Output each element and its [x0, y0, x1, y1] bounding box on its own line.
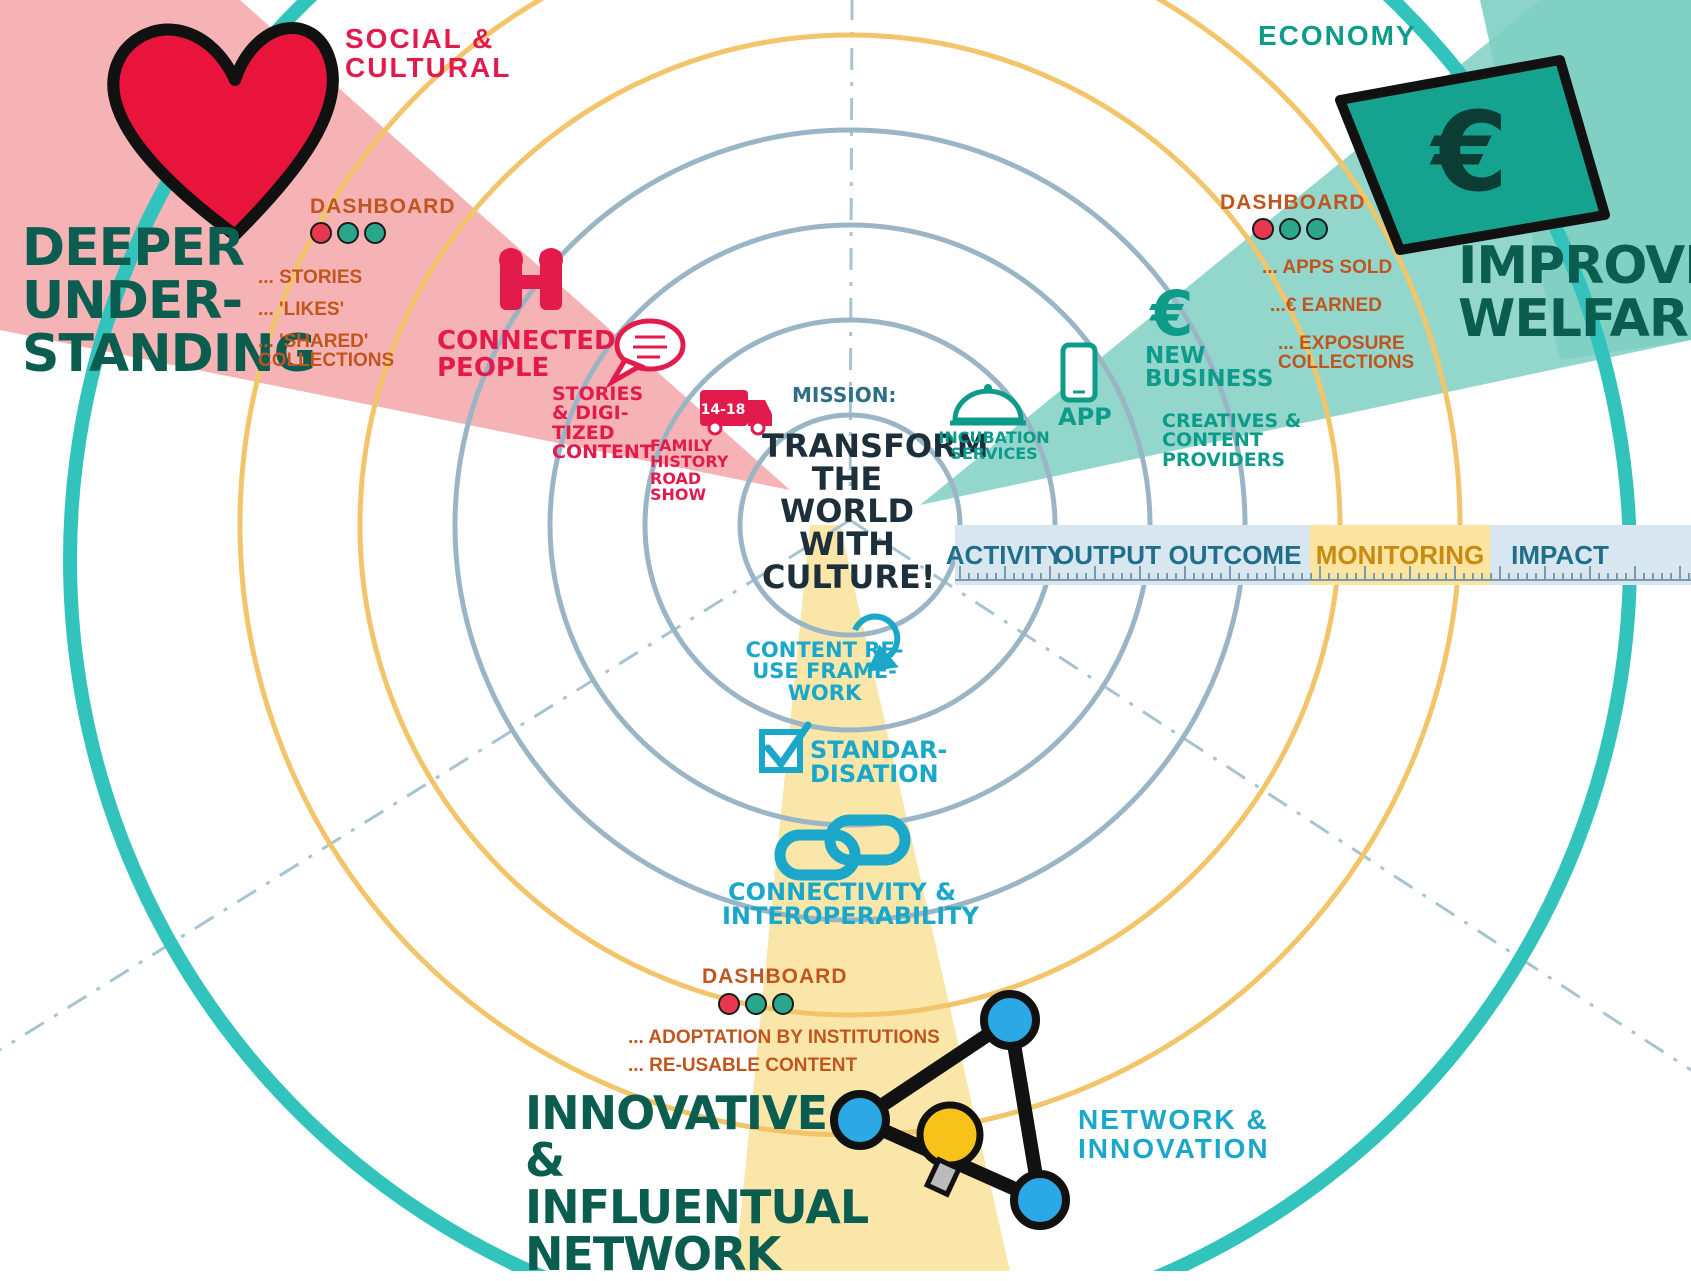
- truck-icon: 14-18: [700, 390, 772, 436]
- measure-impact: IMPACT: [1511, 539, 1609, 570]
- phone-icon: [1060, 342, 1098, 403]
- social-dashboard-title: DASHBOARD: [310, 195, 456, 218]
- economy-step-app: APP: [1058, 403, 1112, 431]
- economy-dashboard-indicators: [1252, 218, 1328, 240]
- cloche-icon: [950, 384, 1026, 426]
- social-step-connected-people: CONNECTED PEOPLE: [437, 326, 616, 383]
- social-sector-label: SOCIAL & CULTURAL: [345, 23, 512, 83]
- network-dashboard-indicators: [718, 993, 794, 1015]
- economy-sector-label: ECONOMY: [1258, 20, 1417, 51]
- social-dashboard-item: ... 'SHARED' COLLECTIONS: [258, 331, 395, 372]
- measure-activity: ACTIVITY: [945, 539, 1065, 570]
- economy-goal-title: IMPROVED WELFARE: [1458, 236, 1691, 350]
- indicator-green: [337, 222, 359, 244]
- euro-symbol: €: [1429, 88, 1509, 216]
- euro-icon: €: [1148, 277, 1193, 350]
- sector-dividers: [0, 0, 1691, 1072]
- economy-dashboard-item: ... EXPOSURE COLLECTIONS: [1278, 333, 1415, 374]
- indicator-green: [364, 222, 386, 244]
- indicator-red: [718, 993, 740, 1015]
- network-dashboard-item: ... ADOPTATION BY INSTITUTIONS: [628, 1027, 940, 1048]
- recycle-icon: [852, 613, 901, 672]
- network-sector-label: NETWORK & INNOVATION: [1078, 1104, 1270, 1164]
- economy-dashboard-title: DASHBOARD: [1220, 191, 1366, 214]
- measure-outcome: OUTCOME: [1168, 539, 1302, 570]
- social-step-roadshow: FAMILY HISTORY ROAD SHOW: [650, 436, 729, 504]
- social-dashboard-item: ... STORIES: [258, 267, 363, 288]
- indicator-green: [1279, 218, 1301, 240]
- heart-icon: [107, 22, 339, 241]
- network-sector-wedge: [735, 525, 1010, 1271]
- truck-label: 14-18: [701, 402, 746, 418]
- network-step-standardisation: STANDAR- DISATION: [810, 736, 948, 789]
- chain-link-icon: [774, 814, 911, 881]
- indicator-green: [745, 993, 767, 1015]
- economy-step-new-business: NEW BUSINESS: [1145, 343, 1274, 393]
- network-goal-title: INNOVATIVE & INFLUENTUAL NETWORK: [525, 1086, 869, 1281]
- economy-dashboard-item: ...€ EARNED: [1270, 295, 1382, 316]
- indicator-green: [1306, 218, 1328, 240]
- svg-text:€: €: [1148, 277, 1193, 350]
- network-step-reuse-framework: CONTENT RE-USE FRAME- WORK: [745, 638, 904, 705]
- measure-monitoring: MONITORING: [1315, 539, 1485, 570]
- network-lightbulb-icon: [830, 990, 1070, 1230]
- social-dashboard-item: ... 'LIKES': [258, 299, 345, 320]
- mission-label: MISSION:: [792, 383, 897, 407]
- measure-bar: [955, 525, 1691, 585]
- indicator-red: [310, 222, 332, 244]
- social-step-stories: STORIES & DIGI- TIZED CONTENT: [552, 383, 653, 464]
- network-step-connectivity: CONNECTIVITY & INTEROPERABILITY: [722, 878, 979, 931]
- indicator-green: [772, 993, 794, 1015]
- economy-step-creatives: CREATIVES & CONTENT PROVIDERS: [1162, 410, 1302, 471]
- economy-step-incubation: INCUBATION SERVICES: [938, 428, 1050, 464]
- social-goal-title: DEEPER UNDER- STANDING: [22, 218, 316, 385]
- network-dashboard-item: ... RE-USABLE CONTENT: [628, 1055, 858, 1076]
- measure-output: OUTPUT: [1054, 539, 1161, 570]
- economy-dashboard-item: ... APPS SOLD: [1262, 257, 1393, 278]
- mission-statement: TRANSFORM THE WORLD WITH CULTURE!: [762, 427, 989, 596]
- euro-banknote-icon: €: [1335, 55, 1610, 255]
- indicator-red: [1252, 218, 1274, 240]
- speech-bubble-icon: [605, 318, 686, 389]
- handshake-icon: [499, 248, 563, 310]
- network-dashboard-title: DASHBOARD: [702, 965, 848, 988]
- social-dashboard-indicators: [310, 222, 386, 244]
- checkbox-icon: [759, 721, 812, 773]
